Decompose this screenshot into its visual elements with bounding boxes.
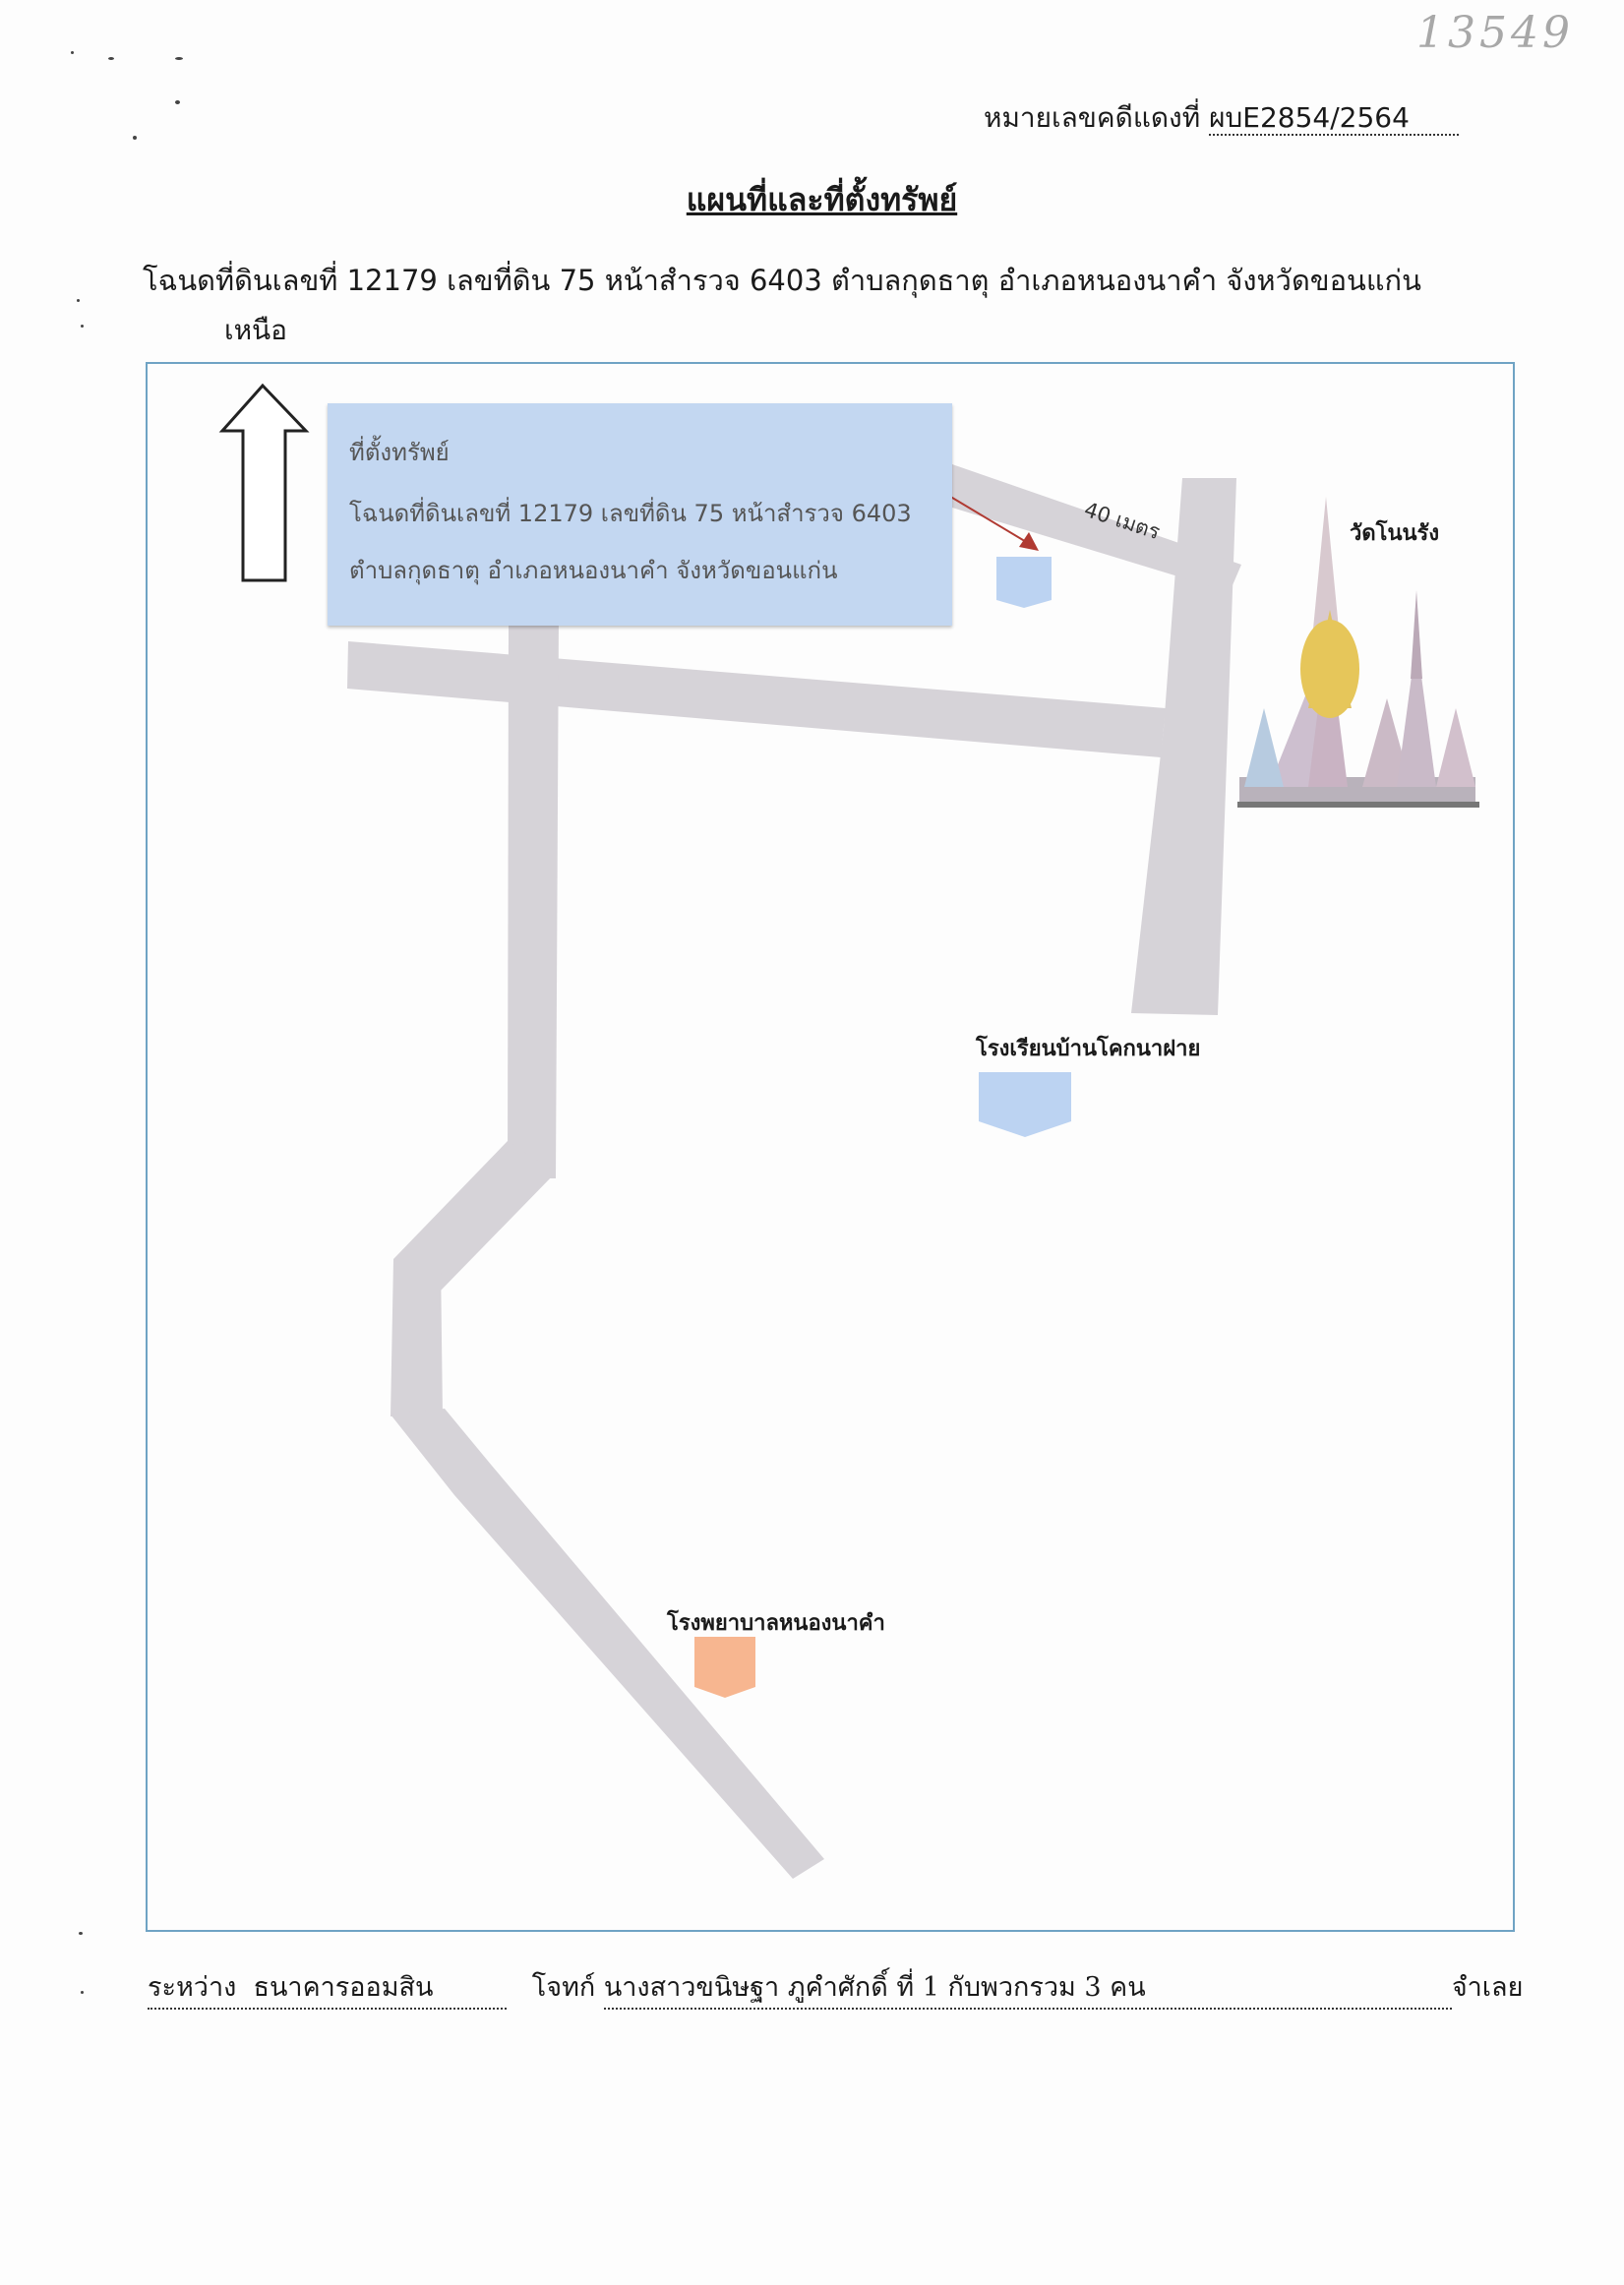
property-info-deed: โฉนดที่ดินเลขที่ 12179 เลขที่ดิน 75 หน้า… [349,500,912,527]
hospital-marker-icon [694,1637,755,1698]
property-info-box: ที่ตั้งทรัพย์ โฉนดที่ดินเลขที่ 12179 เลข… [328,403,952,626]
case-parties-line: ระหว่าง ธนาคารออมสิน โจทก์ นางสาวขนิษฐา … [148,1965,1523,2010]
north-label: เหนือ [224,314,287,346]
road-vertical-left [508,620,559,1178]
defendant-name: นางสาวขนิษฐา ภูคำศักดิ์ ที่ 1 กับพวกรวม … [603,1965,1452,2010]
property-marker-icon [996,557,1052,608]
case-number-line: หมายเลขคดีแดงที่ ผบE2854/2564 [984,96,1459,140]
school-marker-icon [979,1072,1071,1137]
property-info-location: ตำบลกุดธาตุ อำเภอหนองนาคำ จังหวัดขอนแก่น [349,557,838,584]
north-arrow-icon [218,383,310,582]
temple-icon [1237,497,1479,808]
case-number-label: หมายเลขคดีแดงที่ [984,101,1210,134]
page-title: แผนที่และที่ตั้งทรัพย์ [686,181,958,218]
pointer-arrowhead-icon [1019,532,1039,551]
scan-speck [175,57,183,60]
map-frame [146,362,1515,1932]
road-diagonal-south [391,1409,824,1879]
hospital-label: โรงพยาบาลหนองนาคำ [667,1611,885,1636]
road-southwest-bend [393,1141,556,1291]
defendant-label: โจทก์ [531,1972,596,2003]
between-label: ระหว่าง [148,1972,237,2003]
deed-description: โฉนดที่ดินเลขที่ 12179 เลขที่ดิน 75 หน้า… [143,264,1421,297]
scan-speck [77,299,80,302]
scan-speck [81,325,84,328]
end-label: จำเลย [1451,1972,1524,2003]
road-vertical-right [1131,478,1236,1015]
scan-speck [71,51,74,54]
scan-speck [108,57,114,60]
temple-label: วัดโนนรัง [1350,521,1440,546]
scan-speck [81,1991,84,1994]
scan-speck [175,100,180,104]
scan-speck [133,136,137,140]
road-access-spur [952,464,1241,592]
handwritten-file-number: 13549 [1416,8,1574,58]
property-info-heading: ที่ตั้งทรัพย์ [349,439,450,466]
plaintiff-field: ระหว่าง ธนาคารออมสิน [148,1965,507,2010]
road-main-horizontal [347,641,1166,757]
plaintiff-name: ธนาคารออมสิน [253,1972,434,2003]
scan-speck [79,1932,83,1935]
school-label: โรงเรียนบ้านโคกนาฝาย [976,1037,1201,1061]
case-number-value: ผบE2854/2564 [1209,101,1459,136]
road-left-lower [391,1259,443,1416]
